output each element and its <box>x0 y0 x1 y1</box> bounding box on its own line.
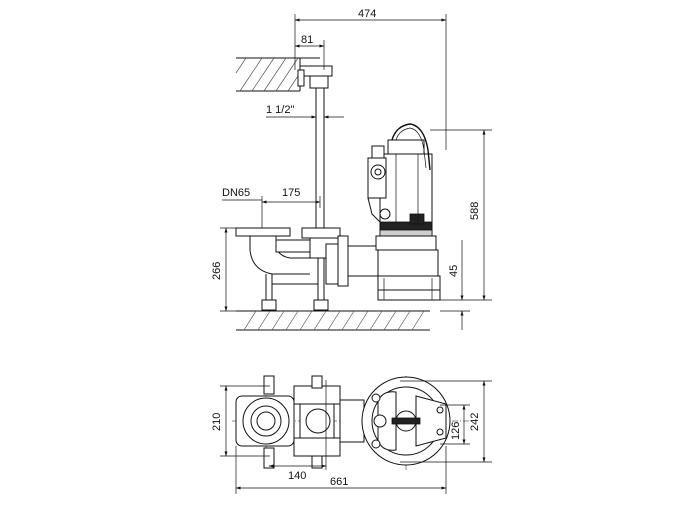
plan-base-stand <box>293 375 341 470</box>
dim-474-label: 474 <box>358 8 376 20</box>
dim-175: DN65 175 <box>222 187 321 228</box>
floor-hatching <box>236 310 430 331</box>
dim-81-label: 81 <box>301 34 313 46</box>
dim-45: 45 <box>440 240 470 330</box>
dim-175-label: 175 <box>282 187 300 199</box>
dim-588-label: 588 <box>469 202 481 220</box>
dim-266: 266 <box>211 227 246 312</box>
dim-140: 140 <box>268 464 327 482</box>
dim-210-label: 210 <box>211 413 223 431</box>
pump-volute <box>377 275 441 301</box>
dim-81: 81 <box>294 34 325 70</box>
dim-140-label: 140 <box>288 470 306 482</box>
base-stand <box>261 243 341 311</box>
dim-guide-pipe-label: 1 1/2" <box>266 104 294 116</box>
cable-entry <box>367 145 391 223</box>
dim-474: 474 <box>294 8 447 150</box>
dim-210: 210 <box>211 385 270 457</box>
dim-126: 126 <box>440 404 470 445</box>
dim-661: 661 <box>235 446 447 494</box>
plan-discharge-flange <box>235 375 295 469</box>
pump-coupling <box>337 235 439 287</box>
lifting-handle <box>391 123 431 171</box>
dim-guide-pipe: 1 1/2" <box>266 104 344 119</box>
dim-45-label: 45 <box>448 265 460 277</box>
wall-hatching <box>235 57 320 92</box>
plan-pump <box>361 376 451 466</box>
dim-661-label: 661 <box>330 476 348 488</box>
guide-pipe-bracket <box>297 65 333 89</box>
pump-motor <box>375 139 437 251</box>
dim-588: 588 <box>430 129 492 301</box>
guide-pipe <box>315 88 325 228</box>
dim-242-label: 242 <box>469 413 481 431</box>
dim-126-label: 126 <box>450 422 462 440</box>
dim-266-label: 266 <box>211 262 223 280</box>
dim-dn65-label: DN65 <box>222 187 250 199</box>
